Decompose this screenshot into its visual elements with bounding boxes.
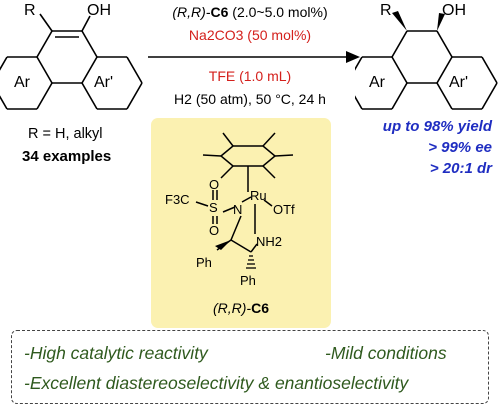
product-ring-ar: Ar xyxy=(369,74,385,91)
ee-result: > 99% ee xyxy=(350,139,492,156)
catalyst-o-bottom: O xyxy=(209,223,220,238)
catalyst-prefix: (R,R)- xyxy=(172,4,211,20)
catalyst-ru: Ru xyxy=(250,188,267,203)
catalyst-label: (R,R)-C6 xyxy=(151,300,331,316)
dr-value: > 20:1 xyxy=(429,160,473,177)
ee-unit: ee xyxy=(475,139,492,156)
substrate-oh-label: OH xyxy=(87,2,111,19)
catalyst-ph-bottom: Ph xyxy=(240,273,256,288)
base-condition: Na2CO3 (50 mol%) xyxy=(188,27,312,43)
catalyst-label-prefix: (R,R)- xyxy=(212,300,252,316)
catalyst-n: N xyxy=(233,202,243,217)
highlights-box xyxy=(11,330,489,404)
product-ring-ar-prime: Ar' xyxy=(449,74,469,91)
substrate-structure xyxy=(0,13,143,110)
catalyst-s: S xyxy=(209,200,218,215)
catalyst-name: C6 xyxy=(210,4,229,20)
catalyst-f3c: F3C xyxy=(165,192,190,207)
reaction-arrow xyxy=(148,51,360,63)
catalyst-otf: OTf xyxy=(273,202,295,217)
product-oh-label: OH xyxy=(442,2,466,19)
substrate-ring-ar-prime: Ar' xyxy=(94,74,114,91)
catalyst-loading-amount: (2.0~5.0 mol%) xyxy=(228,4,328,20)
substrate-r-label: R xyxy=(24,2,36,19)
solvent-condition: TFE (1.0 mL) xyxy=(208,68,292,84)
highlight-reactivity: -High catalytic reactivity xyxy=(24,343,208,363)
catalyst-ph-left: Ph xyxy=(196,255,212,270)
catalyst-label-name: C6 xyxy=(251,300,269,316)
gas-temp-time: H2 (50 atm), 50 °C, 24 h xyxy=(174,91,326,107)
ee-value: > 99% xyxy=(428,139,472,156)
product-r-label: R xyxy=(380,2,392,19)
yield-result: up to 98% yield xyxy=(382,118,492,135)
highlight-selectivity: -Excellent diastereoselectivity & enanti… xyxy=(24,373,409,393)
catalyst-box xyxy=(151,118,331,328)
catalyst-nh2: NH2 xyxy=(256,234,283,249)
catalyst-structure xyxy=(195,132,294,269)
substrate-scope-note: R = H, alkyl xyxy=(28,126,103,142)
catalyst-o-top: O xyxy=(209,177,220,192)
dr-unit: dr xyxy=(477,160,492,177)
highlight-mild-conditions: -Mild conditions xyxy=(325,343,447,363)
examples-count: 34 examples xyxy=(22,148,112,165)
dr-result: > 20:1 dr xyxy=(350,160,492,177)
substrate-ring-ar: Ar xyxy=(14,74,30,91)
catalyst-loading: (R,R)-C6 (2.0~5.0 mol%) xyxy=(150,4,350,20)
product-structure xyxy=(355,11,498,110)
